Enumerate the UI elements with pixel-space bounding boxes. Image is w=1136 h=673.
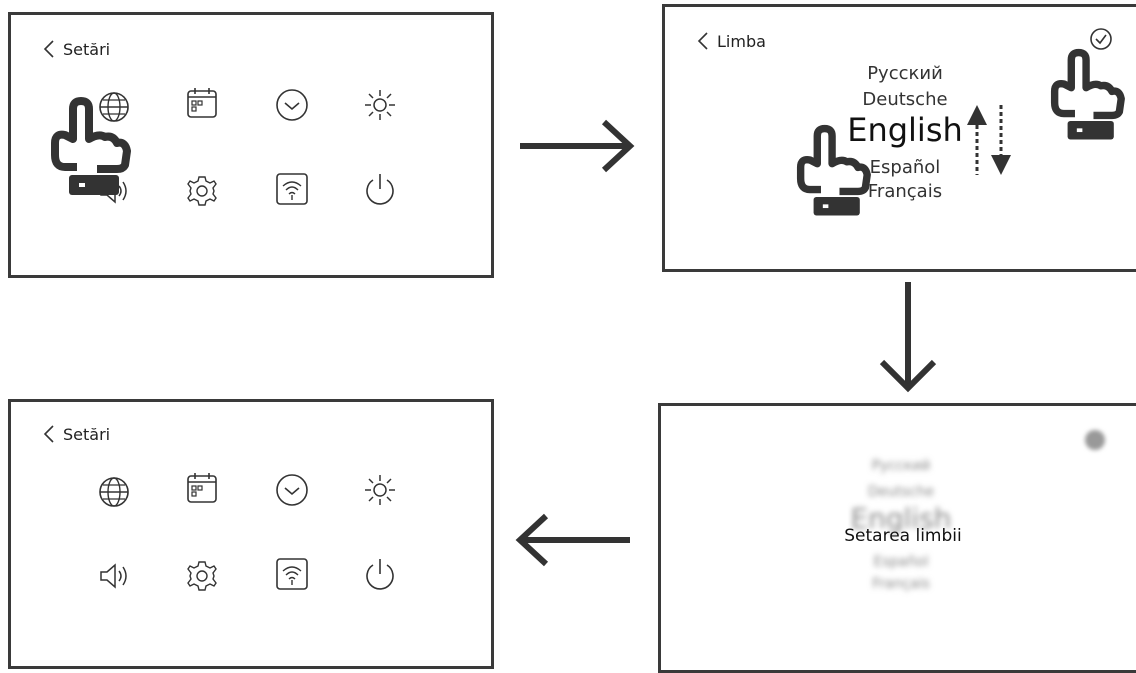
calendar-icon[interactable] xyxy=(184,470,220,506)
globe-icon[interactable] xyxy=(96,474,132,510)
wifi-icon[interactable] xyxy=(274,556,310,592)
language-screen: Limba Русский Deutsche English Español F… xyxy=(662,4,1136,272)
arrow-left-icon xyxy=(515,513,630,567)
settings-screen-bottom: Setări xyxy=(8,399,494,669)
scroll-arrows-icon xyxy=(967,105,1011,175)
gear-icon[interactable] xyxy=(184,173,220,209)
header-title: Setări xyxy=(63,424,111,444)
brightness-icon[interactable] xyxy=(362,87,398,123)
back-button[interactable]: Setări xyxy=(43,424,110,444)
blurred-language: English xyxy=(850,502,952,535)
hand-pointer-icon xyxy=(51,97,131,195)
language-option-selected[interactable]: English xyxy=(847,111,963,149)
language-setting-screen: Русский Deutsche English Español Françai… xyxy=(658,403,1136,673)
language-option[interactable]: Español xyxy=(869,157,941,178)
header-title: Setări xyxy=(63,39,111,59)
chevron-left-icon xyxy=(43,425,54,443)
brightness-icon[interactable] xyxy=(362,472,398,508)
settings-screen-top: Setări xyxy=(8,12,494,278)
arrow-right-icon xyxy=(520,119,635,173)
hand-pointer-icon xyxy=(1050,48,1125,140)
language-option[interactable]: Deutsche xyxy=(862,89,948,110)
status-message: Setarea limbii xyxy=(844,526,962,546)
back-button[interactable]: Setări xyxy=(43,39,110,59)
language-option[interactable]: Русский xyxy=(867,63,943,84)
arrow-down-icon xyxy=(879,282,937,393)
chevron-left-icon xyxy=(697,32,708,50)
check-circle-icon[interactable] xyxy=(1089,27,1113,51)
blurred-language: Русский xyxy=(871,458,931,474)
globe-icon[interactable] xyxy=(96,89,132,125)
blurred-language: Deutsche xyxy=(867,484,935,500)
clock-icon[interactable] xyxy=(274,472,310,508)
hand-pointer-icon xyxy=(796,124,871,216)
gear-icon[interactable] xyxy=(184,558,220,594)
blurred-language: Español xyxy=(873,554,929,570)
header-title: Limba xyxy=(717,31,766,51)
check-circle-icon xyxy=(1085,430,1105,450)
back-button[interactable]: Limba xyxy=(697,31,766,51)
speaker-icon[interactable] xyxy=(96,558,132,594)
chevron-left-icon xyxy=(43,40,54,58)
calendar-icon[interactable] xyxy=(184,85,220,121)
blurred-language: Français xyxy=(872,576,930,592)
wifi-icon[interactable] xyxy=(274,171,310,207)
language-option[interactable]: Français xyxy=(867,181,943,202)
clock-icon[interactable] xyxy=(274,87,310,123)
power-icon[interactable] xyxy=(362,171,398,207)
power-icon[interactable] xyxy=(362,556,398,592)
